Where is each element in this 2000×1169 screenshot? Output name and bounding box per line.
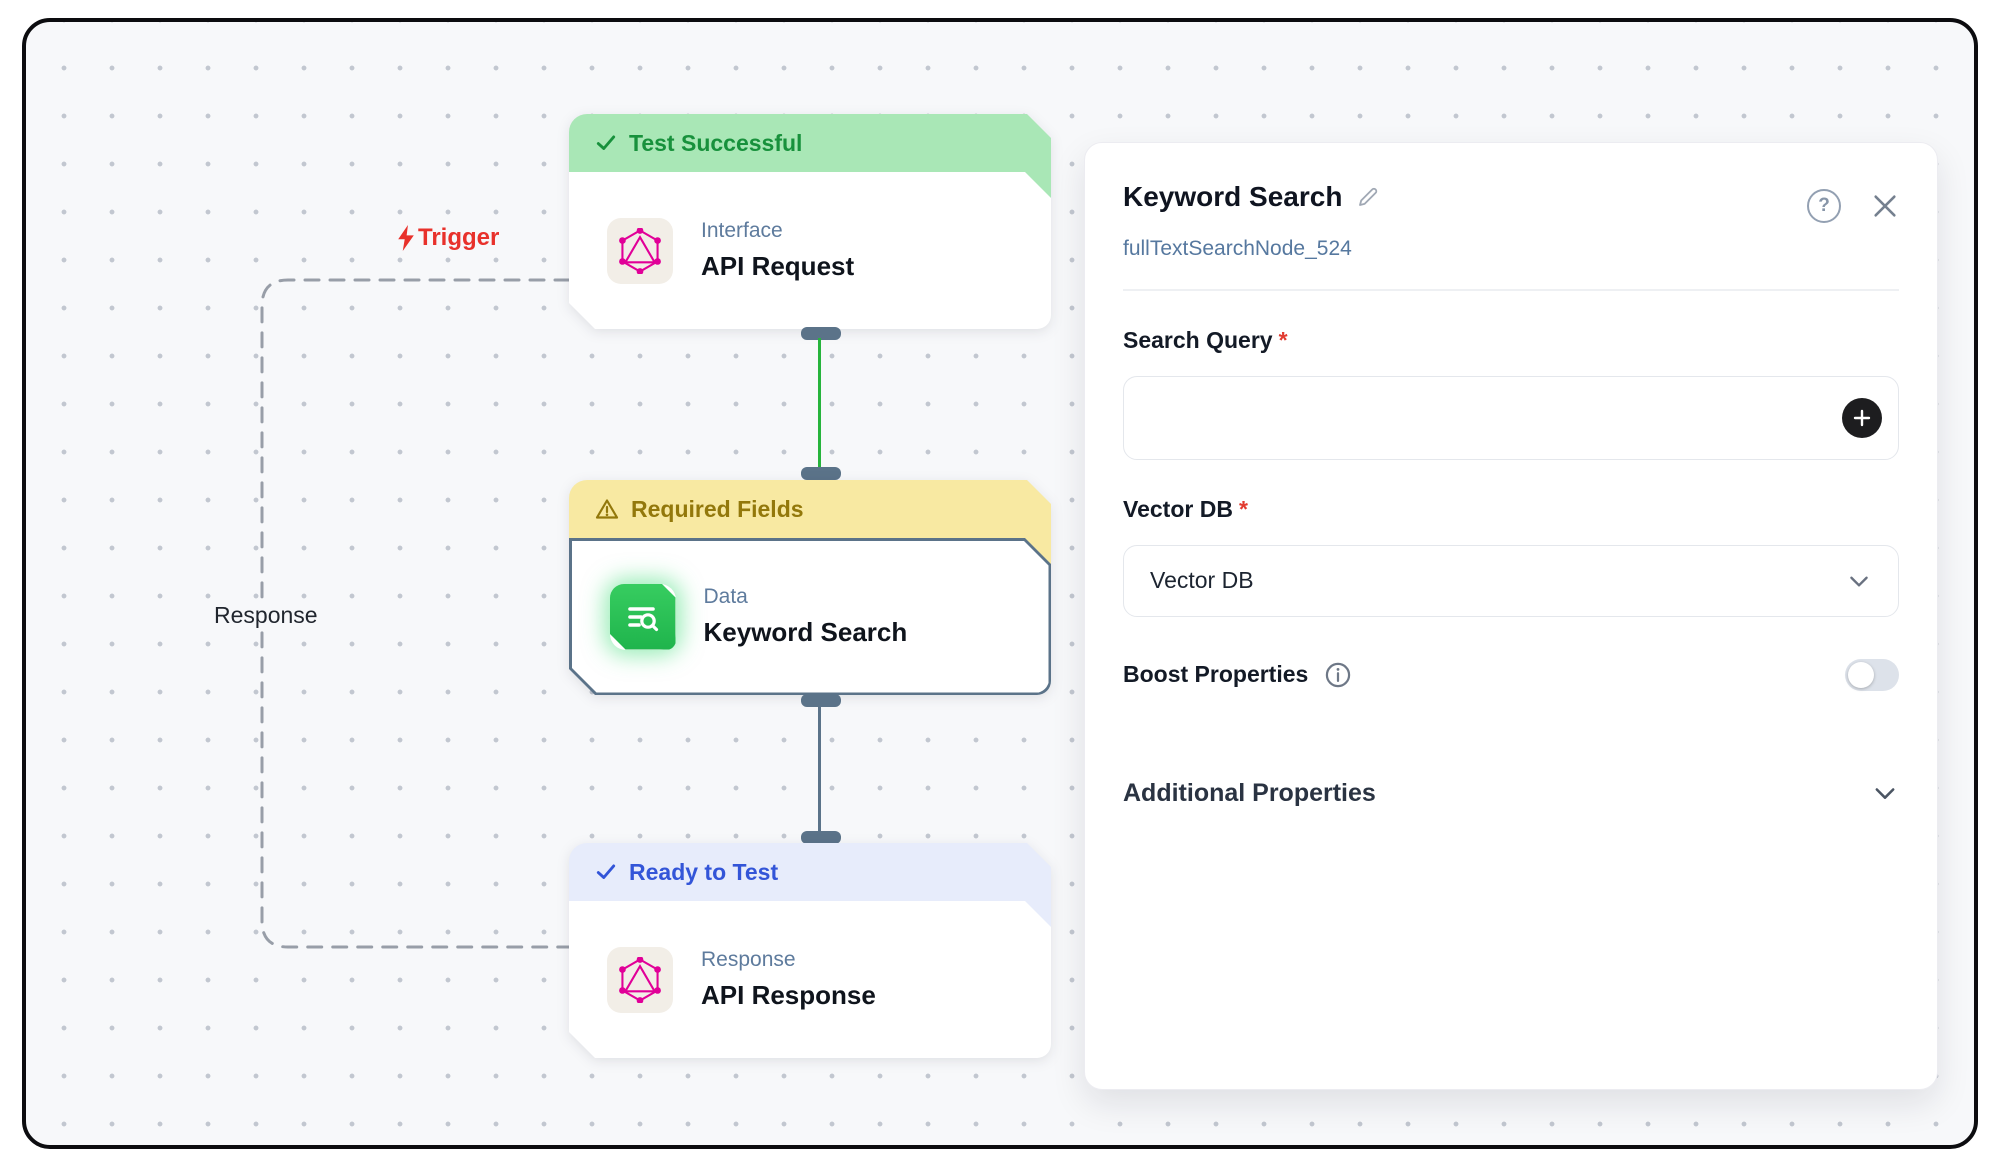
edit-pencil-icon[interactable] — [1356, 185, 1380, 209]
check-icon — [595, 132, 617, 154]
status-text: Required Fields — [631, 495, 804, 522]
node-category: Interface — [701, 219, 783, 242]
node-api-request[interactable]: Test Successful — [569, 114, 1051, 329]
node-keyword-search[interactable]: Required Fields — [569, 480, 1051, 695]
toggle-knob — [1848, 661, 1874, 688]
search-query-input[interactable] — [1123, 375, 1899, 460]
edge-search-to-response — [818, 705, 821, 833]
keyword-search-icon — [610, 584, 676, 650]
check-icon — [595, 861, 617, 883]
divider — [1123, 289, 1899, 291]
trigger-label: Trigger — [396, 224, 499, 252]
required-asterisk: * — [1278, 326, 1288, 353]
node-properties-panel: Keyword Search ? fullTextSearchNode_524 … — [1084, 142, 1938, 1090]
node-api-response[interactable]: Ready to Test — [569, 843, 1051, 1058]
info-icon[interactable] — [1324, 661, 1352, 689]
output-port[interactable] — [801, 694, 841, 707]
close-icon[interactable] — [1871, 192, 1899, 220]
search-query-label: Search Query* — [1123, 326, 1288, 353]
node-card[interactable]: Interface API Request — [569, 172, 1051, 329]
selected-node-outline: Data Keyword Search — [569, 538, 1051, 695]
required-asterisk: * — [1238, 495, 1248, 522]
edge-request-to-search — [818, 338, 821, 468]
lightning-icon — [398, 225, 414, 251]
vector-db-select[interactable]: Vector DB — [1123, 544, 1899, 617]
node-category: Response — [701, 948, 796, 971]
chevron-down-icon[interactable] — [1871, 779, 1899, 807]
vector-db-label: Vector DB* — [1123, 495, 1248, 522]
input-port[interactable] — [801, 831, 841, 844]
output-port[interactable] — [801, 327, 841, 340]
warning-icon — [595, 498, 619, 520]
status-text: Test Successful — [629, 129, 803, 156]
node-category: Data — [703, 585, 748, 608]
additional-properties-section[interactable]: Additional Properties — [1123, 779, 1899, 808]
status-text: Ready to Test — [629, 858, 779, 885]
chevron-down-icon — [1850, 576, 1868, 587]
node-id: fullTextSearchNode_524 — [1123, 237, 1352, 260]
node-title: API Response — [701, 980, 876, 1010]
vector-db-value: Vector DB — [1150, 567, 1254, 593]
input-port[interactable] — [801, 467, 841, 480]
node-title: Keyword Search — [703, 617, 908, 647]
graphql-icon — [607, 947, 673, 1013]
help-icon[interactable]: ? — [1807, 189, 1841, 223]
node-card[interactable]: Response API Response — [569, 901, 1051, 1058]
boost-properties-toggle[interactable] — [1845, 658, 1899, 691]
node-card[interactable]: Data Keyword Search — [572, 541, 1049, 693]
boost-properties-label: Boost Properties — [1123, 661, 1309, 687]
additional-properties-label: Additional Properties — [1123, 778, 1376, 807]
panel-title: Keyword Search — [1123, 181, 1343, 212]
trigger-text: Trigger — [418, 224, 500, 251]
add-variable-button[interactable] — [1842, 397, 1882, 438]
node-title: API Request — [701, 251, 855, 281]
response-edge-label: Response — [206, 600, 326, 631]
graphql-icon — [607, 218, 673, 284]
flow-canvas[interactable]: Trigger Response Test Successful — [22, 18, 1978, 1149]
